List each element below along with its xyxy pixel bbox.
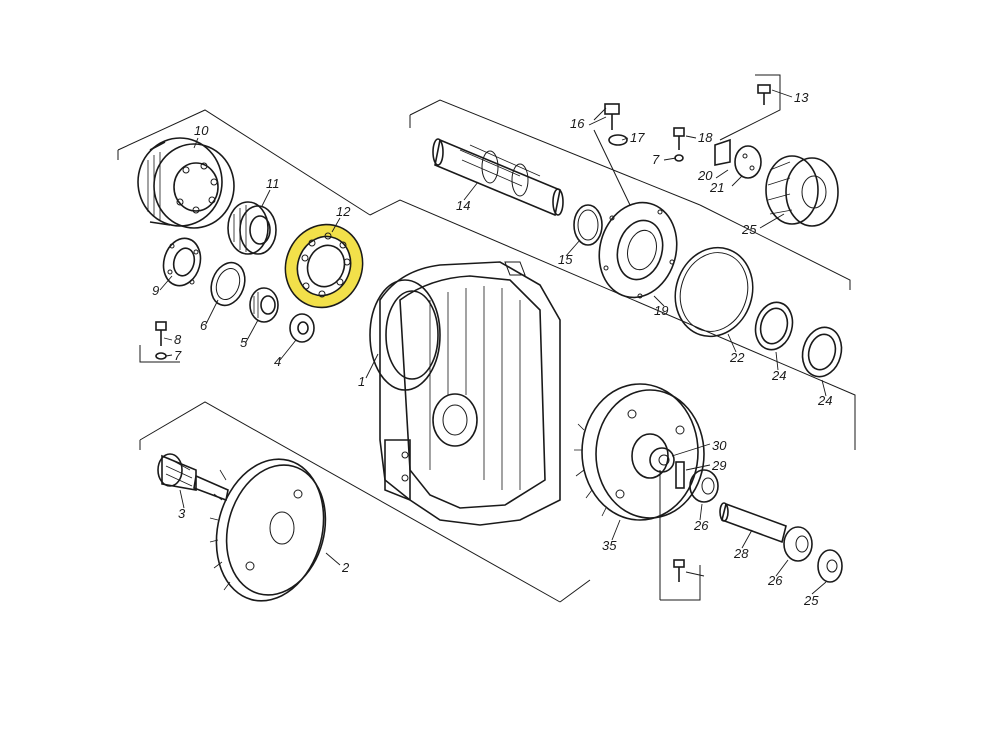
label-part-10: 10: [194, 123, 209, 138]
bolt-18: [673, 127, 685, 162]
label-part-7-right: 7: [652, 152, 660, 167]
large-gear-2: [209, 458, 327, 602]
disc-21: [734, 145, 762, 179]
label-part-1: 1: [358, 374, 365, 389]
label-part-25-lower: 25: [803, 593, 819, 608]
label-part-2: 2: [341, 560, 350, 575]
label-part-11: 11: [266, 176, 280, 191]
leader-lines: [159, 89, 827, 595]
part-labels: 10 11 12 9 6 5 4 8 7 1 3 2 14 15 16 17 1…: [152, 90, 832, 608]
label-part-12: 12: [336, 204, 351, 219]
label-part-24-a: 24: [771, 368, 786, 383]
spur-gear-25-upper: [765, 155, 839, 227]
small-bearing-5: [249, 287, 279, 323]
bearing-26-b: [783, 526, 813, 562]
ring-24-b: [801, 326, 843, 378]
label-part-19: 19: [654, 303, 668, 318]
shaft-27: [719, 502, 787, 544]
label-part-22: 22: [729, 350, 745, 365]
label-part-18: 18: [698, 130, 713, 145]
label-part-16: 16: [570, 116, 585, 131]
label-part-21: 21: [709, 180, 724, 195]
label-part-30: 35: [602, 538, 617, 553]
cover-plate-9: [162, 237, 202, 287]
label-part-28: 29: [711, 458, 726, 473]
ring-24-a: [754, 301, 794, 351]
ball-bearing-12: [284, 223, 364, 309]
label-part-9: 9: [152, 283, 159, 298]
gasket-22: [674, 246, 754, 338]
gasket-6: [210, 261, 246, 307]
label-part-26-a: 26: [693, 518, 709, 533]
gearbox-housing-1: [369, 261, 561, 526]
label-part-25-upper: 25: [741, 222, 757, 237]
splined-shaft-14: [432, 138, 564, 217]
bearing-26-a: [689, 469, 719, 503]
label-part-3: 3: [178, 506, 186, 521]
spur-gear-25-lower: [817, 549, 843, 583]
label-part-24-b: 24: [817, 393, 832, 408]
pinion-shaft-3: [157, 453, 229, 502]
bolt-13: [714, 84, 771, 166]
label-part-5: 5: [240, 335, 248, 350]
hub-29: [649, 447, 675, 473]
bolt-8: [155, 321, 167, 360]
roller-bearing-10: [137, 137, 235, 229]
bolt-35: [673, 559, 685, 582]
label-part-8: 8: [174, 332, 182, 347]
large-gear-30: [574, 383, 705, 521]
bolt-16: [604, 103, 628, 146]
label-part-29: 30: [712, 438, 727, 453]
label-part-17: 17: [630, 130, 645, 145]
washer-4: [289, 313, 315, 343]
key-28: [675, 461, 685, 489]
label-part-20: 20: [697, 168, 713, 183]
label-part-26-b: 26: [767, 573, 783, 588]
needle-bearing-11: [227, 201, 277, 255]
label-part-6: 6: [200, 318, 208, 333]
snap-ring-15: [573, 204, 603, 246]
label-part-13: 13: [794, 90, 809, 105]
label-part-15: 15: [558, 252, 573, 267]
label-part-7-left: 7: [174, 348, 182, 363]
label-part-14: 14: [456, 198, 470, 213]
label-part-27: 28: [733, 546, 749, 561]
label-part-4: 4: [274, 354, 281, 369]
flange-housing-19: [598, 201, 678, 299]
